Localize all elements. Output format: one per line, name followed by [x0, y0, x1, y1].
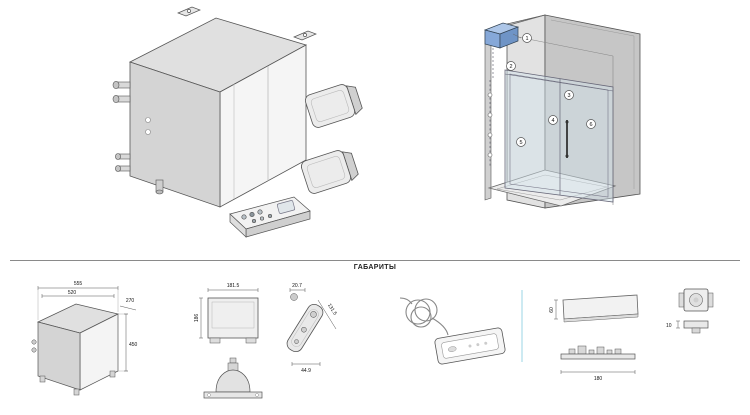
callout-6: 6 — [589, 122, 592, 128]
mounting-tabs — [177, 6, 317, 41]
panel-profile-view — [560, 345, 636, 360]
dim-181-5: 181.5 — [227, 283, 240, 289]
callout-2: 2 — [509, 64, 512, 70]
generator-dim-body — [31, 303, 120, 396]
fixture-dim-lines: 10 — [666, 320, 680, 329]
dim-20-7: 20.7 — [292, 283, 302, 289]
callout-4: 4 — [551, 118, 554, 124]
callout-5: 5 — [519, 140, 522, 146]
steam-generator-installed — [483, 22, 520, 78]
steam-generator-unit-drawing — [112, 6, 363, 238]
fixture-side-view — [683, 320, 709, 334]
panel-front-view — [562, 294, 639, 323]
glass-door — [504, 69, 614, 203]
steam-nozzle-top — [304, 84, 363, 128]
bracket-dim-lines: 20.7 131.5 44.9 — [289, 283, 338, 374]
dim-180: 180 — [594, 376, 603, 382]
dim-520: 520 — [68, 290, 77, 296]
generator-body — [128, 17, 308, 208]
dim-131-5: 131.5 — [326, 303, 338, 317]
generator-dim-lines: 555 520 270 450 — [37, 281, 138, 372]
control-panel-iso — [229, 196, 311, 238]
section-divider — [10, 260, 740, 261]
fixture-top-view — [678, 288, 714, 312]
cable-remote-drawing — [399, 297, 506, 365]
callout-1: 1 — [525, 36, 528, 42]
generator-dimensions-drawing: 555 520 270 450 — [31, 281, 138, 396]
bracket-body — [286, 293, 324, 353]
section-title: ГАБАРИТЫ — [353, 264, 397, 271]
dim-186: 186 — [194, 314, 200, 323]
control-box-top-view — [207, 297, 259, 344]
installed-cabin-drawing: 1 2 3 4 5 6 — [483, 14, 641, 209]
mounting-line — [487, 80, 493, 168]
callouts: 1 2 3 4 5 6 — [506, 33, 596, 147]
dim-44-9: 44.9 — [301, 368, 311, 374]
panel-dim-lines: 60 180 — [549, 299, 636, 382]
control-unit-dimensions-drawing: 181.5 186 — [194, 283, 263, 399]
remote-panel — [434, 327, 506, 365]
dim-270: 270 — [126, 298, 135, 304]
dim-60: 60 — [549, 307, 555, 313]
dim-450: 450 — [129, 342, 138, 348]
door-handle — [565, 120, 569, 158]
flange-front-view — [203, 357, 263, 399]
steam-nozzle-bottom — [300, 150, 359, 194]
callout-3: 3 — [567, 93, 570, 99]
shower-tray — [487, 169, 617, 207]
control-box-dim-lines: 181.5 186 — [194, 283, 259, 339]
coiled-cable — [399, 297, 449, 336]
pipe-fittings — [112, 81, 164, 195]
fixture-dimensions-drawing: 10 — [666, 288, 714, 334]
panel-dimensions-drawing: 60 180 — [549, 294, 639, 382]
bracket-dimensions-drawing: 20.7 131.5 44.9 — [286, 283, 338, 374]
dim-10: 10 — [666, 323, 672, 329]
dim-555: 555 — [74, 281, 83, 287]
fold-mark — [521, 290, 523, 362]
